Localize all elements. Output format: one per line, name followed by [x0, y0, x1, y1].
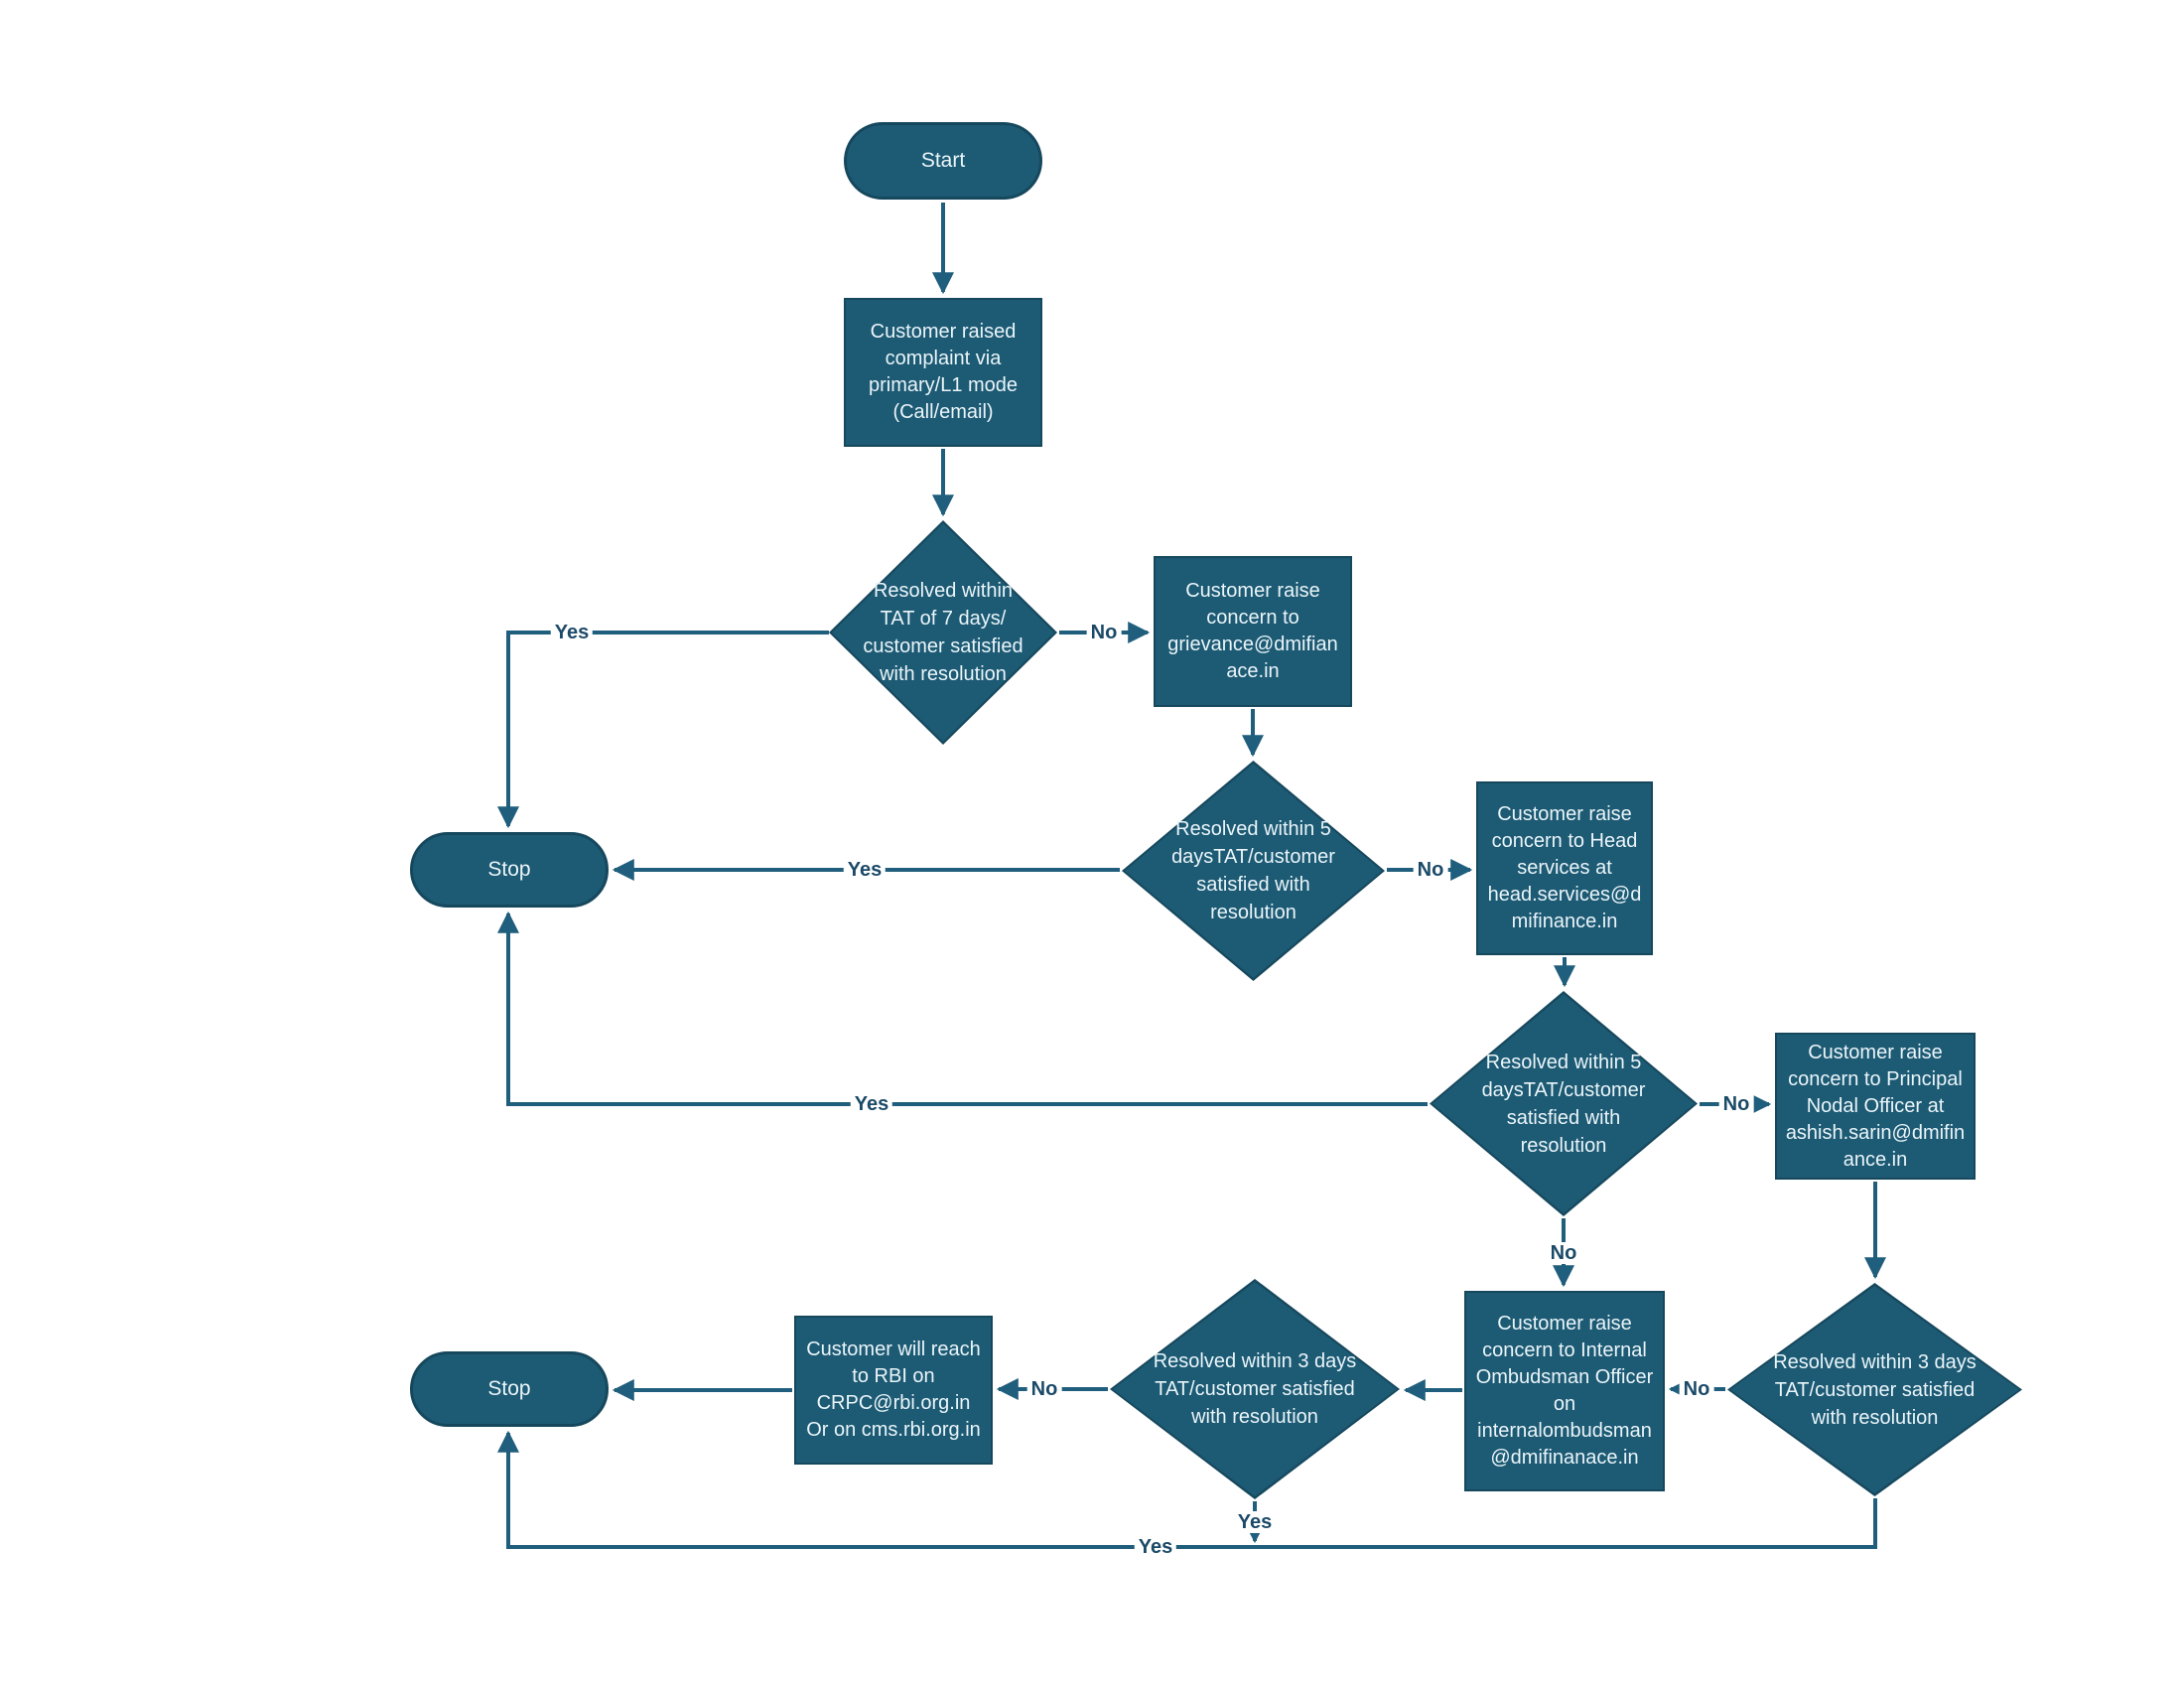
node-start: Start: [844, 122, 1042, 200]
node-grievance-box: Customer raise concern to grievance@dmif…: [1154, 556, 1352, 707]
node-grievance-label: Customer raise concern to grievance@dmif…: [1167, 580, 1338, 682]
node-rbi-box: Customer will reach to RBI on CRPC@rbi.o…: [794, 1316, 993, 1465]
node-decision-3days-middle: Resolved within 3 days TAT/customer sati…: [1110, 1279, 1400, 1499]
node-decision-5days-1: Resolved within 5 daysTAT/customer satis…: [1122, 761, 1385, 981]
edge-label-d5-yes: Yes: [1233, 1511, 1277, 1533]
node-decision-7days: Resolved within TAT of 7 days/ customer …: [829, 520, 1057, 745]
node-head-services-label: Customer raise concern to Head services …: [1487, 803, 1642, 932]
edge-label-d5-no: No: [1026, 1378, 1062, 1400]
node-stop-2: Stop: [410, 1351, 609, 1427]
connector-decision7days-yes-to-stop1: [497, 631, 829, 829]
connector-decision3days-right-yes-to-stop2: [497, 1430, 1877, 1549]
node-decision-5days-2-label: Resolved within 5 daysTAT/customer satis…: [1481, 1051, 1646, 1157]
node-complaint-label: Customer raised complaint via primary/L1…: [868, 321, 1019, 423]
node-rbi-label: Customer will reach to RBI on CRPC@rbi.o…: [806, 1338, 981, 1441]
node-stop-1-label: Stop: [487, 858, 531, 881]
edge-label-d3-no-right: No: [1718, 1093, 1754, 1115]
edge-label-d1-yes: Yes: [550, 622, 594, 643]
edge-label-d4-no: No: [1679, 1378, 1714, 1400]
node-principal-nodal-officer-box: Customer raise concern to Principal Noda…: [1775, 1033, 1976, 1180]
node-principal-nodal-officer-label: Customer raise concern to Principal Noda…: [1785, 1041, 1966, 1171]
node-complaint-box: Customer raised complaint via primary/L1…: [844, 298, 1042, 447]
node-stop-1: Stop: [410, 832, 609, 908]
node-decision-3days-middle-label: Resolved within 3 days TAT/customer sati…: [1153, 1350, 1357, 1428]
connector-decision5days2-yes-to-stop1: [497, 911, 1428, 1106]
edge-label-d3-no-down: No: [1546, 1242, 1581, 1264]
edge-label-d2-no: No: [1413, 859, 1448, 881]
edge-label-d2-yes: Yes: [843, 859, 887, 881]
node-decision-3days-right: Resolved within 3 days TAT/customer sati…: [1727, 1283, 2022, 1496]
node-stop-2-label: Stop: [487, 1377, 531, 1400]
node-decision-7days-label: Resolved within TAT of 7 days/ customer …: [863, 580, 1024, 685]
edge-label-d4-yes: Yes: [1134, 1536, 1177, 1558]
node-internal-ombudsman-label: Customer raise concern to Internal Ombud…: [1475, 1313, 1654, 1469]
node-decision-5days-1-label: Resolved within 5 daysTAT/customer satis…: [1171, 818, 1335, 923]
node-decision-3days-right-label: Resolved within 3 days TAT/customer sati…: [1773, 1350, 1977, 1429]
edge-label-d1-no: No: [1086, 622, 1122, 643]
edge-label-d3-yes: Yes: [850, 1093, 893, 1115]
node-start-label: Start: [920, 149, 966, 172]
node-decision-5days-2: Resolved within 5 daysTAT/customer satis…: [1430, 991, 1698, 1216]
node-internal-ombudsman-box: Customer raise concern to Internal Ombud…: [1464, 1291, 1665, 1491]
node-head-services-box: Customer raise concern to Head services …: [1476, 781, 1653, 955]
